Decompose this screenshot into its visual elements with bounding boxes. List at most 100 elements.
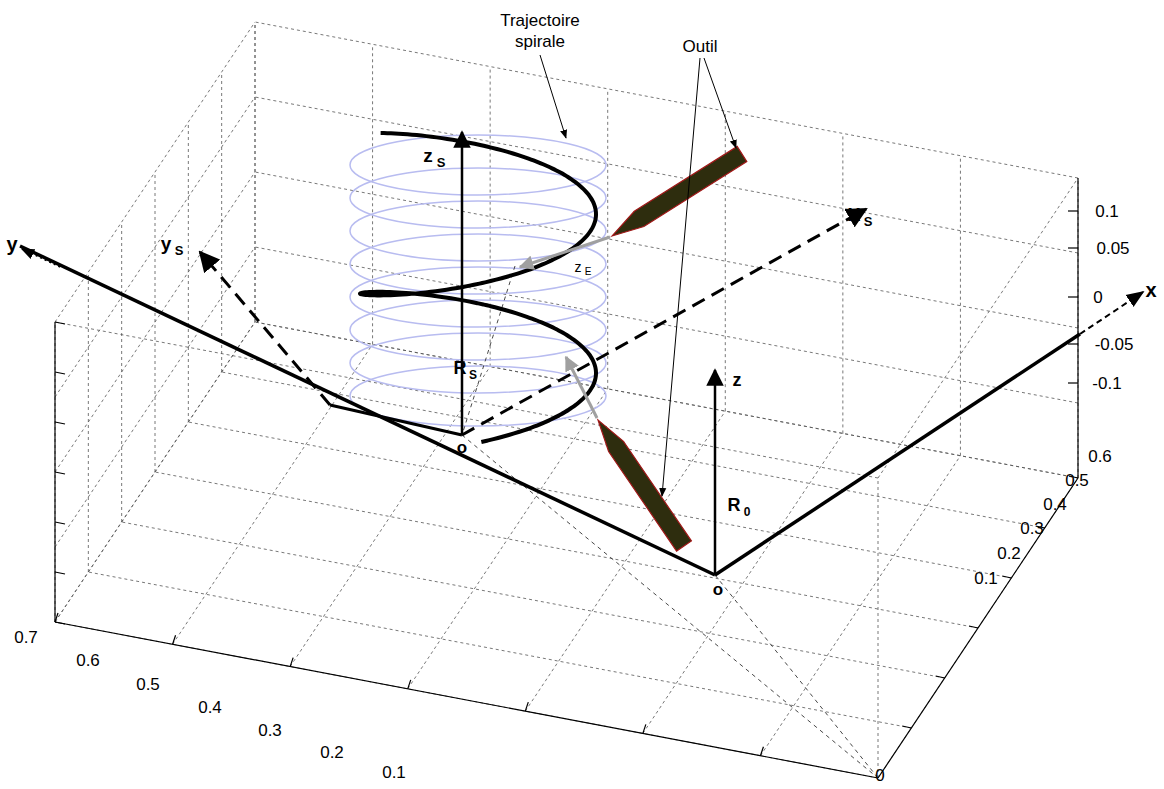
spiral-path: [360, 133, 596, 442]
axis-line: [55, 372, 65, 374]
grid-line: [878, 478, 1078, 778]
tick-label: 0.6: [76, 652, 100, 669]
frame-name: R: [454, 359, 467, 377]
axis-line: [1068, 210, 1078, 211]
projection-lines: [462, 266, 878, 778]
leader-lines: [540, 55, 736, 496]
tick-label: 0.4: [1043, 496, 1067, 513]
origin-label: o: [457, 439, 467, 456]
axis-line: [55, 322, 65, 324]
grid-line: [55, 322, 878, 478]
axis-name: x: [1145, 280, 1156, 300]
grid-line: [372, 44, 373, 344]
grid-line: [643, 433, 843, 733]
grid-line: [55, 622, 878, 778]
frame-subscript: S: [469, 369, 477, 381]
axis-line: [1068, 382, 1078, 383]
axis-line: [760, 747, 763, 756]
grid-line: [525, 411, 725, 711]
axis-line: [902, 726, 911, 728]
axis-line: [55, 422, 65, 424]
axis-line: [1077, 178, 1078, 478]
tick-label: 0.7: [14, 629, 38, 646]
grid-line: [55, 172, 255, 472]
grid-line: [842, 133, 843, 433]
tick-label: 0.5: [136, 676, 160, 693]
axis-line: [408, 680, 411, 689]
grid-line: [55, 97, 255, 397]
axis-line: [173, 635, 176, 644]
axis-line: [1068, 343, 1078, 344]
grid-lines: [55, 22, 1078, 778]
grid-line: [255, 322, 1078, 478]
callout-text: Trajectoire: [500, 12, 580, 29]
axis-line: [643, 724, 646, 733]
axis-subscript: S: [175, 244, 184, 257]
axis-line: [55, 613, 58, 622]
grid-line: [255, 322, 1078, 478]
tick-label: 0.1: [1095, 203, 1119, 220]
axis-line: [1002, 576, 1011, 578]
axis-line: [290, 658, 293, 667]
callout-text: Outil: [683, 38, 718, 55]
tool-body: [598, 420, 691, 551]
grid-line: [255, 97, 1078, 253]
tick-label: 0.05: [1096, 240, 1129, 257]
callout-text: spirale: [515, 33, 565, 50]
tool-direction-arrows: [520, 237, 610, 418]
tick-label: 0.5: [1065, 472, 1089, 489]
tick-label: 0: [875, 767, 884, 784]
grid-line: [122, 522, 945, 678]
tick-label: -0.1: [1092, 375, 1121, 392]
axis-line: [525, 702, 528, 711]
grid-line: [173, 344, 373, 644]
tick-label: 0.2: [997, 545, 1021, 562]
grid-line: [878, 178, 1078, 478]
axis-subscript: S: [864, 215, 873, 228]
guide-ellipse: [350, 300, 606, 360]
axis-subscript: E: [585, 267, 592, 277]
tool-body: [612, 146, 747, 236]
frame-r0: [20, 246, 1143, 575]
axis-line: [55, 622, 65, 624]
axis-line: [878, 478, 1078, 778]
frame-rs: [200, 132, 866, 435]
tick-label: -0.05: [1095, 336, 1134, 353]
axis-line: [55, 622, 878, 778]
axis-name: X: [848, 205, 861, 224]
tick-label: 0.1: [382, 764, 406, 781]
tick-label: 0.3: [1020, 520, 1044, 537]
grid-line: [55, 322, 255, 622]
axis-line: [55, 522, 65, 524]
spiral-trajectory: [360, 133, 596, 442]
tick-label: 0.6: [1088, 448, 1112, 465]
grid-line: [255, 247, 1078, 403]
axis-name: y: [6, 234, 17, 254]
grid-line: [55, 322, 255, 622]
tick-label: 0.1: [974, 570, 998, 587]
grid-line: [1078, 178, 1079, 478]
axis-line: [55, 472, 65, 474]
axis-line: [936, 676, 945, 678]
axis-name: z: [575, 260, 582, 274]
grid-line: [88, 572, 911, 728]
axis-name: z: [423, 146, 433, 165]
grid-line: [490, 67, 491, 367]
axis-subscript: S: [437, 156, 446, 169]
axis-line: [55, 572, 65, 574]
axis-line: [1068, 296, 1078, 297]
tool-shapes: [598, 146, 747, 551]
grid-line: [188, 422, 1011, 578]
tick-label: 0: [1093, 289, 1102, 306]
grid-line: [155, 472, 978, 628]
grid-line: [760, 456, 960, 756]
tick-label: 0.3: [258, 722, 282, 739]
frame-name: R: [728, 496, 741, 514]
origin-label: o: [713, 581, 723, 598]
tick-label: 0.4: [198, 699, 222, 716]
grid-line: [878, 478, 879, 778]
frame-subscript: 0: [744, 506, 751, 518]
grid-line: [55, 247, 255, 547]
grid-line: [255, 22, 1078, 178]
